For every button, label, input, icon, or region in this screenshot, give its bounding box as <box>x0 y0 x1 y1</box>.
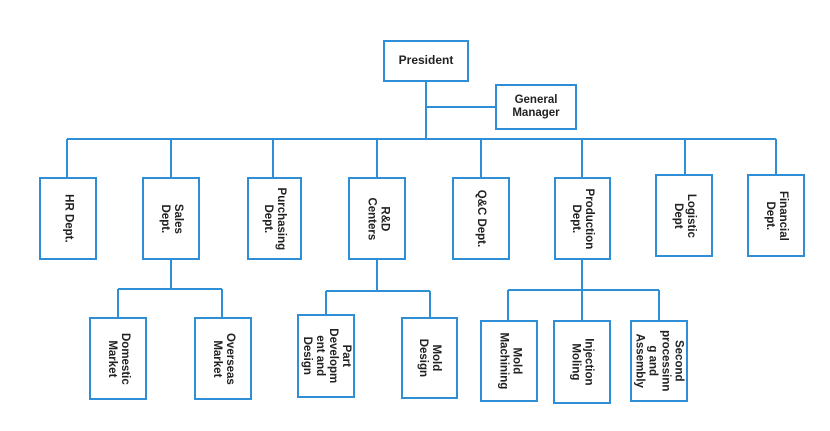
node-purchasing-dept-label: Purchasing Dept. <box>262 187 288 250</box>
node-part-development-design-label: Part Developm ent and Design <box>301 328 352 384</box>
node-president-label: President <box>398 53 454 68</box>
node-rd-centers-label: R&D Centers <box>364 197 390 240</box>
node-sales-dept-label: Sales Dept. <box>159 203 184 234</box>
node-purchasing-dept: Purchasing Dept. <box>247 177 302 260</box>
node-qc-dept-label: Q&C Dept. <box>475 189 488 248</box>
node-mold-design: Mold Design <box>401 317 458 399</box>
node-general-manager: General Manager <box>495 84 577 130</box>
node-injection-molding-label: Injection Moling <box>570 338 595 386</box>
node-injection-molding: Injection Moling <box>553 320 611 404</box>
node-sales-dept: Sales Dept. <box>142 177 200 260</box>
node-mold-machining-label: Mold Machining <box>497 332 522 390</box>
node-second-processing-assembly-label: Second processinn g and Assembly <box>634 330 685 392</box>
node-hr-dept: HR Dept. <box>39 177 97 260</box>
node-hr-dept-label: HR Dept. <box>62 194 75 243</box>
node-qc-dept: Q&C Dept. <box>452 177 510 260</box>
node-logistic-dept: Logistic Dept <box>655 174 713 257</box>
node-mold-design-label: Mold Design <box>417 338 443 378</box>
node-overseas-market: Overseas Market <box>194 317 252 400</box>
node-production-dept: Production Dept. <box>554 177 611 260</box>
node-second-processing-assembly: Second processinn g and Assembly <box>630 320 688 402</box>
node-overseas-market-label: Overseas Market <box>210 332 236 385</box>
node-logistic-dept-label: Logistic Dept <box>672 193 697 238</box>
node-part-development-design: Part Developm ent and Design <box>297 314 355 398</box>
node-general-manager-label: General Manager <box>512 94 560 119</box>
node-domestic-market: Domestic Market <box>89 317 147 400</box>
node-president: President <box>383 40 469 82</box>
node-production-dept-label: Production Dept. <box>570 188 596 249</box>
node-financial-dept-label: Financial Dept. <box>763 190 789 241</box>
node-mold-machining: Mold Machining <box>480 320 538 402</box>
node-domestic-market-label: Domestic Market <box>106 332 131 385</box>
node-rd-centers: R&D Centers <box>348 177 406 260</box>
node-financial-dept: Financial Dept. <box>747 174 805 257</box>
